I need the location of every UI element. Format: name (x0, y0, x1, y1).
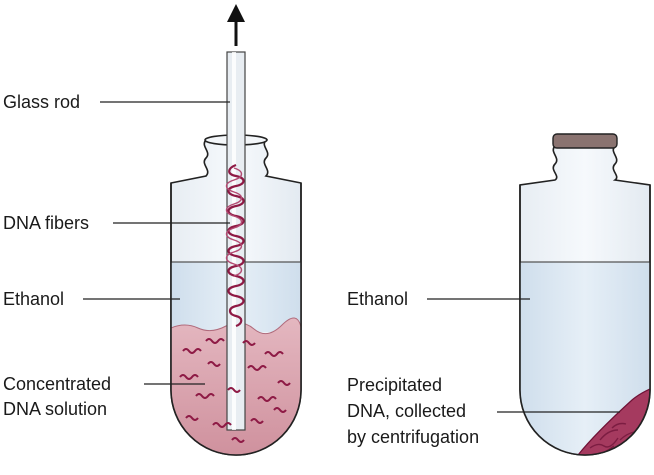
precipitated-label-line2: DNA, collected (347, 401, 467, 421)
dna-molecules-in-solution (179, 338, 291, 443)
dna-fibers-label: DNA fibers (3, 213, 90, 233)
upward-arrow-head (227, 4, 245, 22)
ethanol-left-label: Ethanol (3, 289, 65, 309)
concentrated-label-line1: Concentrated (3, 374, 112, 394)
precipitated-label-line3: by centrifugation (347, 427, 480, 447)
ethanol-right-label: Ethanol (347, 289, 409, 309)
right-tube (519, 133, 651, 456)
precipitated-label-line1: Precipitated (347, 375, 443, 395)
glass-rod-label: Glass rod (3, 92, 81, 112)
dna-fibers-spiral (227, 163, 245, 328)
left-tube (170, 4, 302, 456)
right-ethanol-layer (520, 262, 650, 455)
concentrated-label-line2: DNA solution (3, 399, 108, 419)
right-tube-cap (552, 133, 618, 149)
leader-lines (83, 101, 620, 413)
